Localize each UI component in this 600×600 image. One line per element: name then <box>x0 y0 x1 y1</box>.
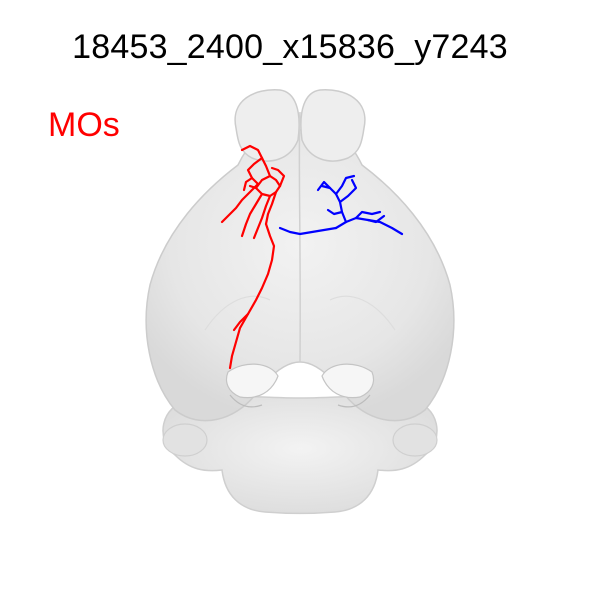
cerebellum-shape <box>162 395 438 515</box>
mouse-brain-icon <box>145 89 455 515</box>
neuron-trace-red <box>220 144 286 370</box>
olfactory-bulb-right <box>300 89 366 162</box>
figure-title: 18453_2400_x15836_y7243 <box>72 28 508 66</box>
region-label: MOs <box>48 106 120 144</box>
olfactory-bulb-left <box>234 89 300 162</box>
neuron-trace-blue <box>278 174 404 236</box>
